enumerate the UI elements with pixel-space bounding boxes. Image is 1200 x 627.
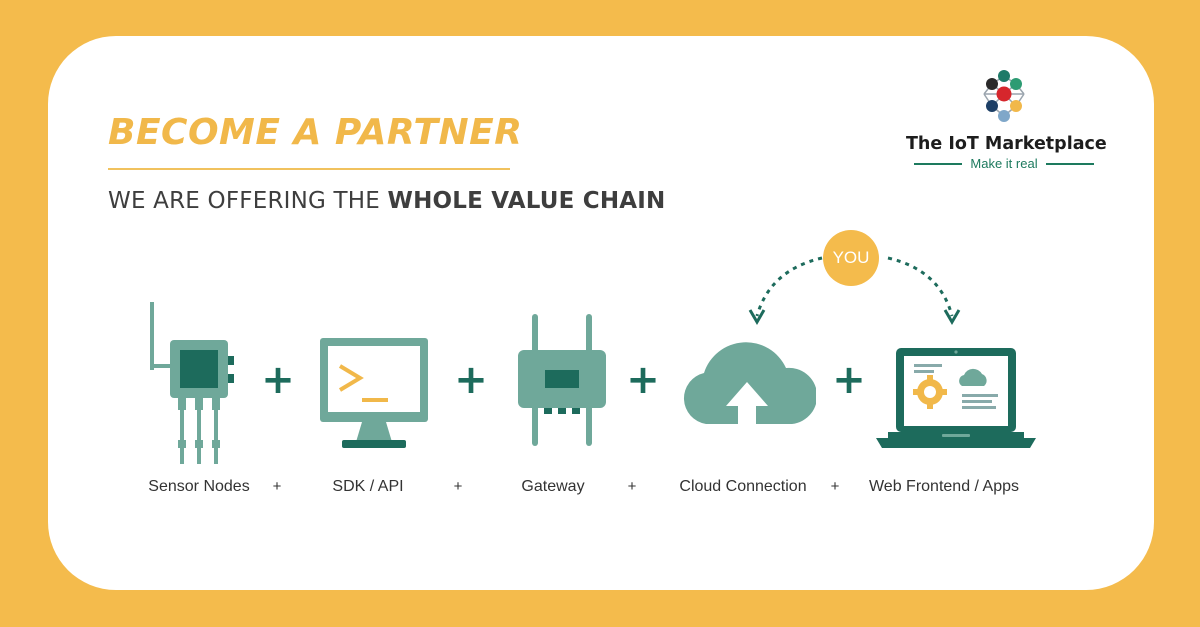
subheadline-prefix: WE ARE OFFERING THE	[108, 188, 388, 214]
gateway-router-icon	[518, 314, 606, 446]
you-badge: YOU	[823, 230, 879, 286]
logo-rule-left	[914, 163, 962, 165]
cloud-upload-icon	[683, 342, 816, 424]
logo-rule-right	[1046, 163, 1094, 165]
subheadline: WE ARE OFFERING THE WHOLE VALUE CHAIN	[108, 188, 665, 214]
logo-name: The IoT Marketplace	[906, 134, 1107, 154]
plus-sign: +	[261, 357, 295, 403]
label-plus: +	[627, 478, 637, 495]
laptop-dashboard-icon	[876, 348, 1036, 448]
iot-marketplace-logo: The IoT Marketplace Make it real	[906, 70, 1107, 171]
stage-label-sdk-api: SDK / API	[332, 478, 404, 495]
headline: BECOME A PARTNER	[108, 112, 523, 153]
headline-underline	[108, 168, 510, 170]
stage-label-web-frontend-apps: Web Frontend / Apps	[868, 478, 1020, 495]
hexagon-network-logo-icon	[983, 70, 1025, 122]
terminal-monitor-icon	[320, 338, 428, 448]
you-arrows	[748, 256, 961, 325]
plus-sign: +	[832, 357, 866, 403]
plus-sign: +	[626, 357, 660, 403]
stage-label-gateway: Gateway	[521, 478, 585, 495]
label-plus: +	[272, 478, 282, 495]
label-plus: +	[453, 478, 463, 495]
content-card	[48, 36, 1154, 590]
logo-tagline: Make it real	[970, 156, 1038, 171]
stage-label-cloud-connection: Cloud Connection	[679, 478, 807, 495]
plus-sign: +	[454, 357, 488, 403]
sensor-node-icon	[150, 302, 234, 464]
subheadline-emphasis: WHOLE VALUE CHAIN	[387, 188, 666, 214]
label-plus: +	[830, 478, 840, 495]
stage-label-sensor-nodes: Sensor Nodes	[148, 478, 250, 495]
